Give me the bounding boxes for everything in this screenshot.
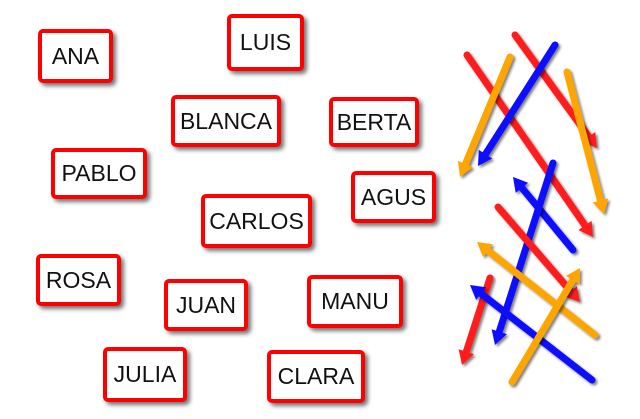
name-card-carlos[interactable]: CARLOS [201,194,312,248]
arrow-orange [563,68,609,214]
name-card-rosa[interactable]: ROSA [36,254,121,306]
name-card-ana[interactable]: ANA [38,29,113,83]
name-card-clara[interactable]: CLARA [267,350,365,403]
arrow-orange [458,53,514,177]
name-card-manu[interactable]: MANU [307,275,403,328]
name-card-pablo[interactable]: PABLO [51,148,147,199]
name-card-julia[interactable]: JULIA [103,347,187,402]
arrow-red [494,203,580,302]
arrow-red [458,274,494,365]
arrow-red [463,51,593,237]
arrow-orange [477,242,599,339]
name-card-berta[interactable]: BERTA [329,97,419,147]
arrow-blue [491,159,557,345]
arrow-blue [513,177,577,254]
name-card-luis[interactable]: LUIS [227,14,304,71]
arrow-blue [478,41,559,166]
name-card-juan[interactable]: JUAN [164,279,248,331]
arrow-orange [508,268,580,386]
name-card-agus[interactable]: AGUS [351,171,436,223]
name-card-blanca[interactable]: BLANCA [171,95,281,147]
